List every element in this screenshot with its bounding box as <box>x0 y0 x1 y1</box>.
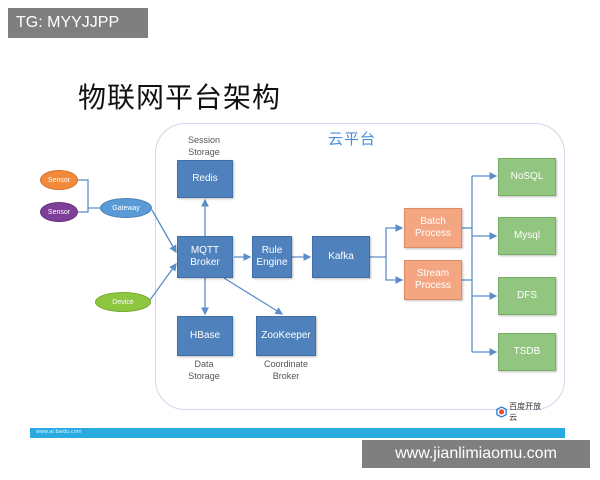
tsdb-box: TSDB <box>498 333 556 371</box>
dfs-box: DFS <box>498 277 556 315</box>
cloud-platform-frame <box>155 123 565 410</box>
gateway-node: Gateway <box>100 198 152 218</box>
coordinate-broker-caption: Coordinate Broker <box>263 359 309 381</box>
footer-url: www.ai.baidu.com <box>36 429 82 435</box>
zookeeper-box: ZooKeeper <box>256 316 316 356</box>
redis-box: Redis <box>177 160 233 198</box>
arrow-kafka-batch <box>370 224 404 258</box>
nosql-box: NoSQL <box>498 158 556 196</box>
batch-process-box: Batch Process <box>404 208 462 248</box>
hbase-box: HBase <box>177 316 233 356</box>
arrow-kafka-stream <box>385 257 404 284</box>
stream-process-box: Stream Process <box>404 260 462 300</box>
sensor-node-1: Sensor <box>40 170 78 190</box>
arrow-mqtt-zookeeper <box>223 277 284 315</box>
sensor-node-2: Sensor <box>40 202 78 222</box>
slide-title: 物联网平台架构 <box>78 81 282 114</box>
arrow-sensor1-gateway <box>77 179 100 209</box>
tag-label: TG: MYYJJPP <box>8 8 148 38</box>
arrow-sensor2-gateway <box>77 208 89 213</box>
arrow-gateway-mqtt <box>151 209 177 254</box>
session-storage-caption: Session Storage <box>187 135 221 157</box>
logo-text: 百度开放云 <box>509 402 542 422</box>
cloud-platform-label: 云平台 <box>328 130 377 148</box>
mqtt-broker-box: MQTT Broker <box>177 236 233 278</box>
watermark-label: www.jianlimiaomu.com <box>362 440 590 468</box>
baidu-cloud-logo: 百度开放云 <box>496 402 546 422</box>
kafka-box: Kafka <box>312 236 370 278</box>
footer-bar <box>30 428 565 438</box>
data-storage-caption: Data Storage <box>188 359 220 381</box>
rule-engine-box: Rule Engine <box>252 236 292 278</box>
device-node: Device <box>95 292 151 312</box>
cloud-logo-icon <box>496 406 507 418</box>
mysql-box: Mysql <box>498 217 556 255</box>
arrow-device-mqtt <box>149 262 177 301</box>
